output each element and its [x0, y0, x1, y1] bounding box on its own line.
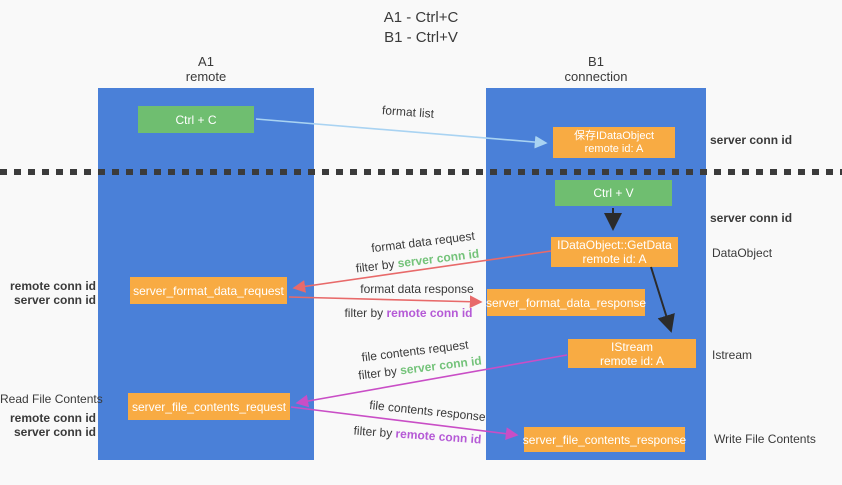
node-ctrl-c-label: Ctrl + C: [175, 112, 217, 127]
node-ctrl-c: Ctrl + C: [138, 106, 254, 133]
edge-label-file-contents-response: file contents response: [368, 397, 487, 425]
remote-conn-id-text-2: remote conn id: [395, 426, 482, 447]
node-format-response-label: server_format_data_response: [485, 295, 647, 310]
filter-by-text-3: filter by: [357, 363, 398, 383]
edge-label-format-list: format list: [381, 103, 435, 121]
annotation-read-file-contents: Read File Contents: [0, 392, 103, 406]
annotation-remote-conn-id-left1: remote conn id: [9, 279, 96, 293]
machine-boundary-dotted-line: [0, 169, 842, 175]
lane-left-subtitle: remote: [185, 69, 227, 84]
arrow-format-data-response: [288, 295, 483, 309]
lane-right-subtitle: connection: [564, 69, 628, 84]
node-server-format-data-request: server_format_data_request: [130, 277, 287, 304]
annotation-write-file-contents: Write File Contents: [714, 432, 816, 446]
annotation-server-conn-id-mid: server conn id: [710, 211, 793, 225]
node-idataobject-getdata: IDataObject::GetData remote id: A: [551, 237, 678, 267]
diagram-title: A1 - Ctrl+C B1 - Ctrl+V: [0, 8, 842, 48]
node-ctrl-v-label: Ctrl + V: [593, 186, 634, 200]
edge-label-filter-by-remote-conn-id-2: filter by remote conn id: [345, 423, 491, 447]
lane-header-left: A1 remote: [98, 54, 314, 84]
node-istream-line2: remote id: A: [599, 353, 665, 368]
node-server-file-contents-response: server_file_contents_response: [522, 427, 687, 452]
lane-right-title: B1: [588, 54, 604, 69]
annotation-server-conn-id-left2: server conn id: [13, 425, 96, 439]
node-save-dataobject-line1: 保存IDataObject: [573, 129, 655, 142]
node-save-dataobject-line2: remote id: A: [584, 142, 644, 155]
node-save-dataobject: 保存IDataObject remote id: A: [553, 127, 675, 158]
lane-header-right: B1 connection: [486, 54, 706, 84]
node-file-request-label: server_file_contents_request: [131, 399, 287, 414]
node-getdata-line2: remote id: A: [582, 252, 647, 266]
node-istream-line1: IStream: [610, 339, 653, 354]
node-server-file-contents-request: server_file_contents_request: [128, 393, 290, 420]
annotation-server-conn-id-top: server conn id: [710, 133, 793, 147]
node-ctrl-v: Ctrl + V: [555, 180, 672, 206]
remote-conn-id-text-1: remote conn id: [386, 306, 473, 320]
edge-label-filter-by-remote-conn-id-1: filter by remote conn id: [336, 306, 481, 320]
filter-by-text-2: filter by: [344, 306, 384, 320]
node-istream: IStream remote id: A: [568, 339, 696, 368]
node-server-format-data-response: server_format_data_response: [485, 289, 647, 316]
lane-left-title: A1: [198, 54, 214, 69]
edge-label-format-data-response: format data response: [360, 282, 474, 296]
annotation-istream: Istream: [712, 348, 753, 362]
annotation-server-conn-id-left1: server conn id: [13, 293, 96, 307]
node-file-response-label: server_file_contents_response: [522, 432, 687, 447]
node-format-request-label: server_format_data_request: [133, 283, 284, 298]
annotation-dataobject: DataObject: [712, 246, 773, 260]
annotation-remote-conn-id-left2: remote conn id: [9, 411, 96, 425]
filter-by-text-4: filter by: [353, 423, 393, 441]
diagram-title-line2: B1 - Ctrl+V: [384, 29, 458, 46]
filter-by-text-1: filter by: [355, 256, 396, 276]
diagram-title-line1: A1 - Ctrl+C: [383, 9, 459, 26]
node-getdata-line1: IDataObject::GetData: [557, 238, 672, 252]
